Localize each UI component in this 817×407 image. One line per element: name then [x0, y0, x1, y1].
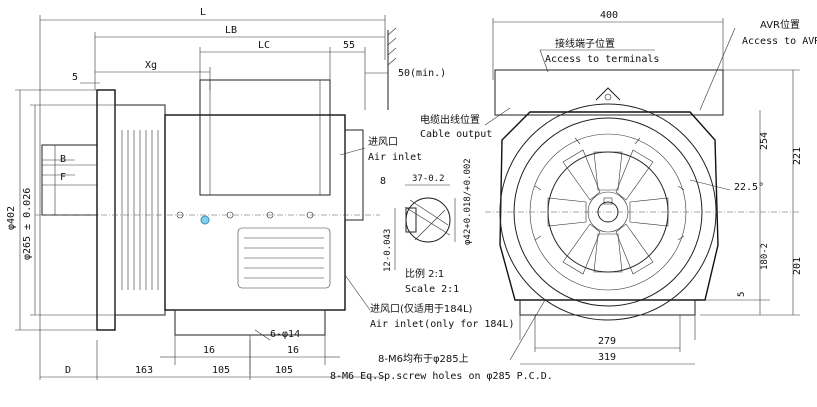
end-view: 400	[330, 10, 817, 382]
label-cable-en: Cable output	[420, 129, 492, 140]
fan-spokes	[547, 149, 669, 275]
dim-55: 55	[343, 40, 355, 51]
dim-shaft-12: 12-0.043	[383, 229, 393, 272]
label-terminals-cn: 接线端子位置	[555, 37, 615, 50]
dim-L: L	[200, 7, 206, 18]
dim-16-a: 16	[203, 345, 215, 356]
label-avr-cn: AVR位置	[760, 18, 800, 31]
dim-221: 221	[792, 147, 803, 165]
dim-holes: 6-φ14	[270, 329, 300, 340]
shaft-section: 8 37-0.2 φ42+0.018/+0.002 12-0.043 比例 2:…	[380, 158, 473, 295]
dim-16-b: 16	[287, 345, 299, 356]
dim-279: 279	[598, 336, 616, 347]
dim-254: 254	[759, 132, 770, 150]
dim-D: D	[65, 365, 71, 376]
label-cable-cn: 电缆出线位置	[420, 113, 480, 126]
label-inlet-en: Air inlet	[368, 152, 422, 163]
dim-clearance: 50(min.)	[398, 68, 446, 79]
dim-phi402: φ402	[6, 206, 17, 230]
dim-105-a: 105	[212, 365, 230, 376]
side-view: L LB LC 55 Xg 5 50(min.) B F φ402 φ265 ±…	[6, 7, 515, 380]
dim-LB: LB	[225, 25, 237, 36]
dim-B: B	[60, 154, 66, 165]
dim-201: 201	[792, 257, 803, 275]
dim-5: 5	[72, 72, 78, 83]
dim-shaft-42: φ42+0.018/+0.002	[463, 158, 473, 245]
dim-angle: 22.5°	[734, 182, 764, 193]
label-inlet2-en: Air inlet(only for 184L)	[370, 319, 515, 330]
dim-163: 163	[135, 365, 153, 376]
dim-180: 180-2	[760, 243, 770, 270]
label-terminals-en: Access to terminals	[545, 54, 659, 65]
fan-grille	[121, 130, 159, 290]
dim-105-b: 105	[275, 365, 293, 376]
dim-5-right: 5	[737, 292, 747, 297]
dim-shaft-37: 37-0.2	[412, 174, 445, 184]
label-inlet-cn: 进风口	[368, 136, 398, 148]
dim-Xg: Xg	[145, 60, 157, 71]
air-inlet-louvres	[237, 227, 331, 289]
dim-phi265: φ265 ± 0.026	[22, 188, 33, 260]
dim-400: 400	[600, 10, 618, 21]
label-screws-cn: 8-M6均布于φ285上	[378, 353, 469, 365]
label-avr-en: Access to AVR	[742, 36, 817, 47]
dim-319: 319	[598, 352, 616, 363]
label-scale-cn: 比例 2:1	[405, 267, 444, 280]
label-scale-en: Scale 2:1	[405, 284, 459, 295]
dim-shaft-8: 8	[380, 176, 386, 187]
label-inlet2-cn: 进风口(仅适用于184L)	[370, 303, 473, 315]
label-screws-en: 8-M6 Eq.Sp.screw holes on φ285 P.C.D.	[330, 371, 553, 382]
dim-LC: LC	[258, 40, 270, 51]
dim-F: F	[60, 172, 66, 183]
